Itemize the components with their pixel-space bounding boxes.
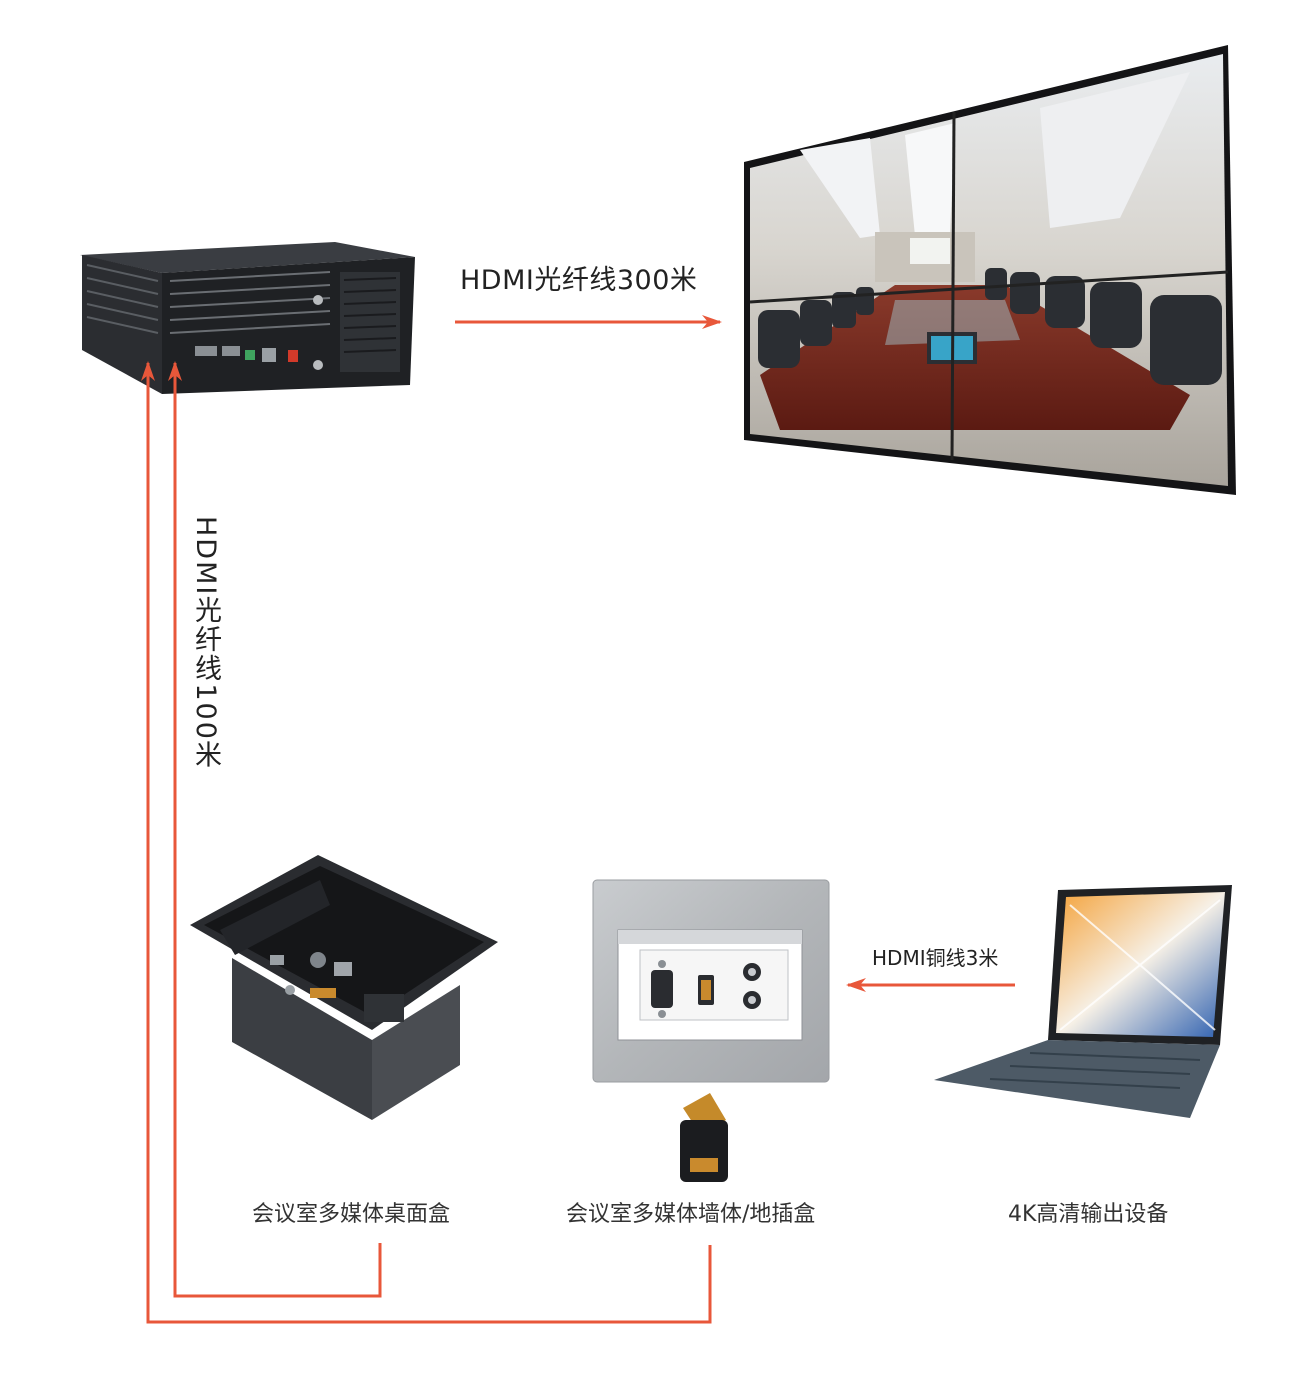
copper-3-label: HDMI铜线3米 <box>872 946 999 970</box>
fiber-300-label: HDMI光纤线300米 <box>460 265 698 296</box>
hdmi-adapter-icon <box>680 1093 728 1182</box>
wall-socket-plate-icon <box>592 879 830 1083</box>
desktop-socket-box-icon <box>190 855 498 1120</box>
wall-box-caption: 会议室多媒体墙体/地插盒 <box>566 1202 816 1227</box>
fiber-100-label: HDMI光纤线100米 <box>190 516 221 770</box>
connection-lines <box>141 315 1015 1324</box>
wall-box-route <box>141 361 712 1324</box>
laptop-icon <box>934 885 1232 1118</box>
output-device-caption: 4K高清输出设备 <box>1008 1202 1169 1227</box>
desk-box-caption: 会议室多媒体桌面盒 <box>252 1202 451 1227</box>
video-wall-icon <box>744 45 1236 495</box>
matrix-switcher-icon <box>80 242 415 394</box>
desk-box-route <box>168 361 382 1298</box>
